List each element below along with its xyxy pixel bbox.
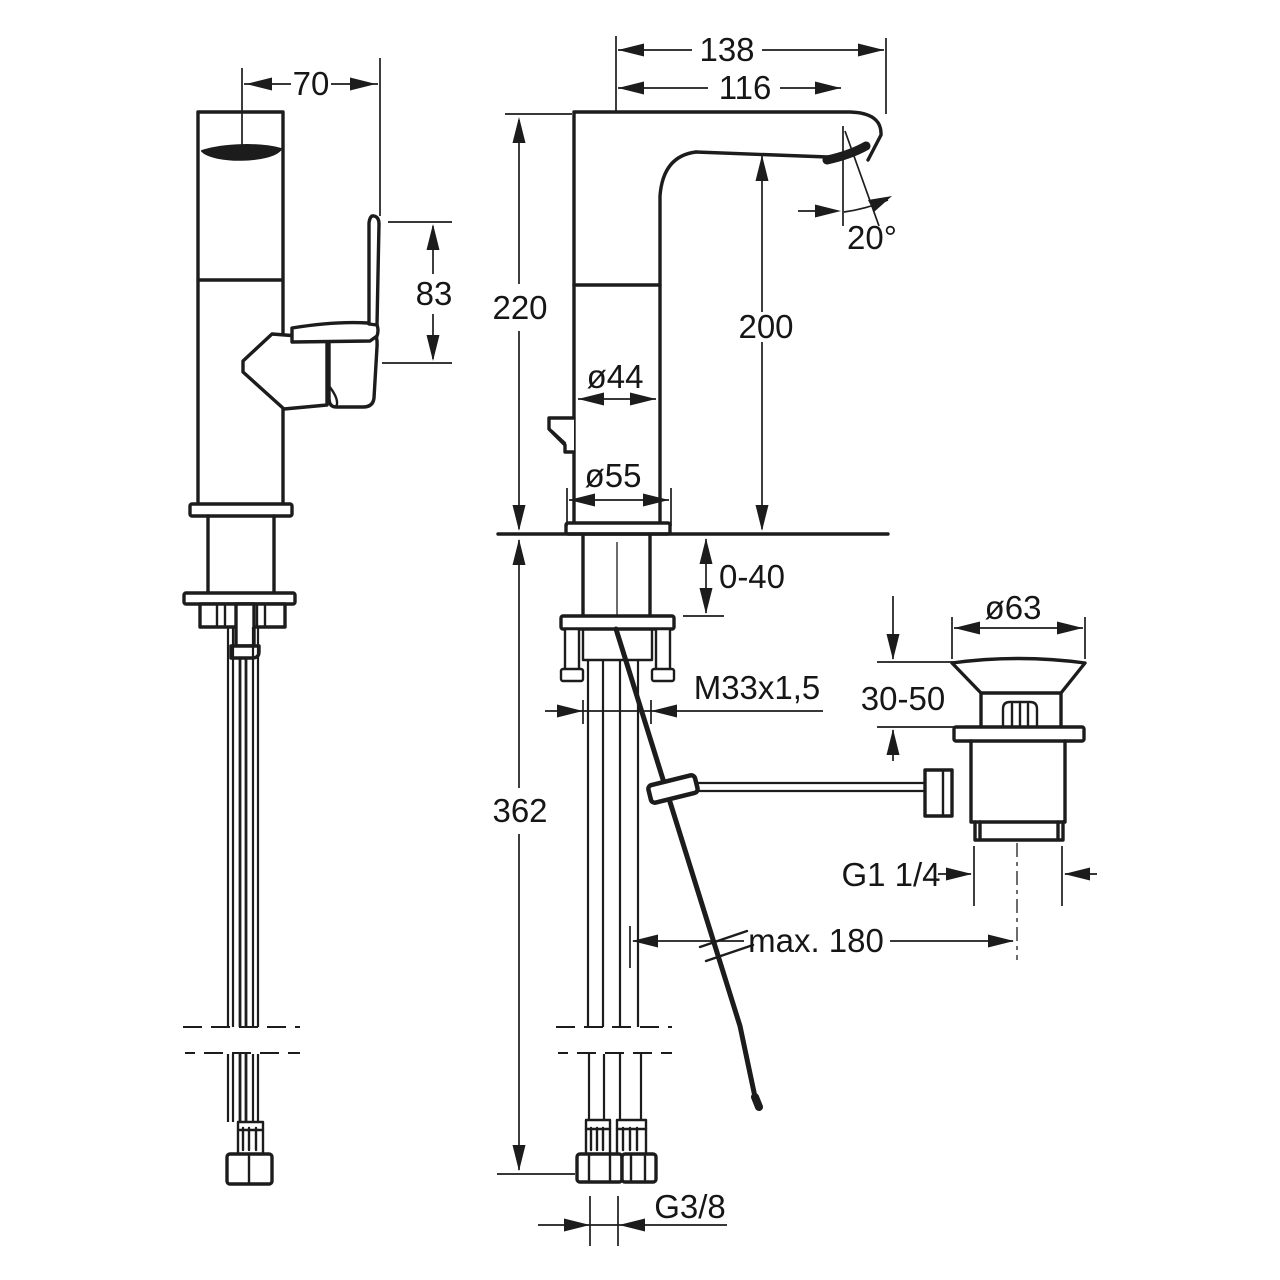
pop-up-rod xyxy=(238,658,248,1027)
dim-handle-offset: 70 xyxy=(293,65,330,102)
dim-deck-thickness: 0-40 xyxy=(719,558,785,595)
side-lever-hook xyxy=(547,416,576,454)
dim-body-diameter: ø44 xyxy=(587,358,644,395)
handle-hub xyxy=(290,320,380,344)
supply-hoses-front xyxy=(586,660,640,1027)
dim-total-height: 220 xyxy=(492,289,547,326)
supply-hoses xyxy=(226,627,260,1027)
base-flange xyxy=(188,502,294,518)
dim-rod-reach: max. 180 xyxy=(748,922,884,959)
rod-clamp xyxy=(646,773,700,805)
dim-spout-height: 200 xyxy=(738,308,793,345)
dimension-annotations: 70 83 138 116 20° 220 200 ø44 xyxy=(241,31,1097,1246)
dim-lever-height: 83 xyxy=(416,275,453,312)
dim-base-diameter: ø55 xyxy=(585,457,642,494)
faucet-outline xyxy=(572,110,883,525)
hose-crimp xyxy=(236,1120,265,1158)
dim-waste-thread: G1 1/4 xyxy=(841,856,940,893)
front-view xyxy=(496,110,928,1184)
hose-nut-left xyxy=(575,1152,624,1184)
hose-nut-right xyxy=(620,1152,658,1184)
spout-mouth xyxy=(822,141,871,165)
pop-up-rod-front xyxy=(613,626,758,1100)
side-view xyxy=(182,110,381,1186)
dim-spout-reach-total: 138 xyxy=(699,31,754,68)
dim-spout-reach: 116 xyxy=(719,69,772,106)
handle-lever xyxy=(367,214,381,327)
threaded-shank xyxy=(581,533,652,618)
dim-below-deck-length: 362 xyxy=(492,792,547,829)
rod-connector-block xyxy=(923,768,954,818)
horizontal-pull-rod xyxy=(697,781,928,793)
dim-hose-thread: G3/8 xyxy=(654,1188,726,1225)
waste-tailpiece xyxy=(973,820,1065,842)
dim-waste-clamp-range: 30-50 xyxy=(861,680,945,717)
drain-assembly xyxy=(923,656,1087,960)
cartridge-body xyxy=(241,332,329,411)
spout-outlet-lens xyxy=(201,144,282,161)
dim-spout-angle: 20° xyxy=(847,219,897,256)
dim-shank-thread: M33x1,5 xyxy=(694,669,821,706)
dim-waste-flange-diameter: ø63 xyxy=(985,589,1042,626)
faucet-body-side xyxy=(196,110,285,506)
waste-flange xyxy=(950,656,1087,695)
clamp-flange xyxy=(952,725,1086,743)
waste-body xyxy=(969,739,1067,824)
